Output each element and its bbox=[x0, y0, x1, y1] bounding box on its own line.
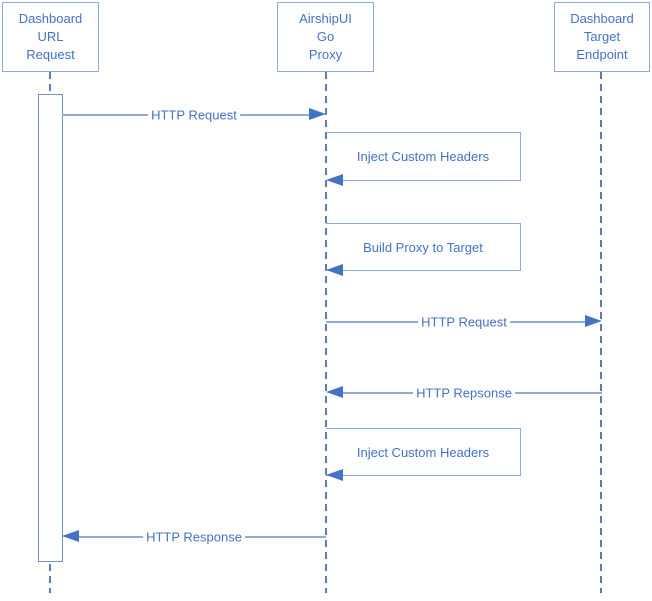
arrowhead-left-icon bbox=[326, 264, 343, 276]
arrowhead-left-icon bbox=[326, 469, 343, 481]
participant-dashboard-target-endpoint: Dashboard Target Endpoint bbox=[554, 2, 650, 72]
arrowhead-left-icon bbox=[326, 174, 343, 186]
message-label: HTTP Repsonse bbox=[413, 385, 515, 401]
participant-label: AirshipUI Go Proxy bbox=[299, 11, 352, 62]
participant-airshipui-go-proxy: AirshipUI Go Proxy bbox=[277, 2, 374, 72]
participant-label: Dashboard URL Request bbox=[18, 11, 83, 62]
arrowhead-left-icon bbox=[326, 386, 343, 398]
message-label: HTTP Request bbox=[418, 314, 510, 330]
lifeline-airshipui-go-proxy bbox=[325, 72, 327, 593]
self-message-label: Build Proxy to Target bbox=[363, 239, 483, 255]
self-message-build-proxy-to-target: Build Proxy to Target bbox=[326, 223, 521, 276]
arrowhead-right-icon bbox=[309, 108, 326, 120]
activation-bar bbox=[38, 94, 63, 562]
participant-dashboard-url-request: Dashboard URL Request bbox=[2, 2, 99, 72]
message-label: HTTP Request bbox=[148, 107, 240, 123]
message-label: HTTP Response bbox=[143, 529, 245, 545]
arrowhead-left-icon bbox=[62, 530, 79, 542]
self-message-label: Inject Custom Headers bbox=[356, 149, 490, 164]
arrowhead-right-icon bbox=[585, 315, 602, 327]
self-message-label: Inject Custom Headers bbox=[356, 444, 490, 460]
self-message-inject-custom-headers-1: Inject Custom Headers bbox=[326, 132, 521, 186]
participant-label: Dashboard Target Endpoint bbox=[570, 11, 634, 62]
self-message-inject-custom-headers-2: Inject Custom Headers bbox=[326, 428, 521, 481]
lifeline-dashboard-target-endpoint bbox=[600, 72, 602, 593]
